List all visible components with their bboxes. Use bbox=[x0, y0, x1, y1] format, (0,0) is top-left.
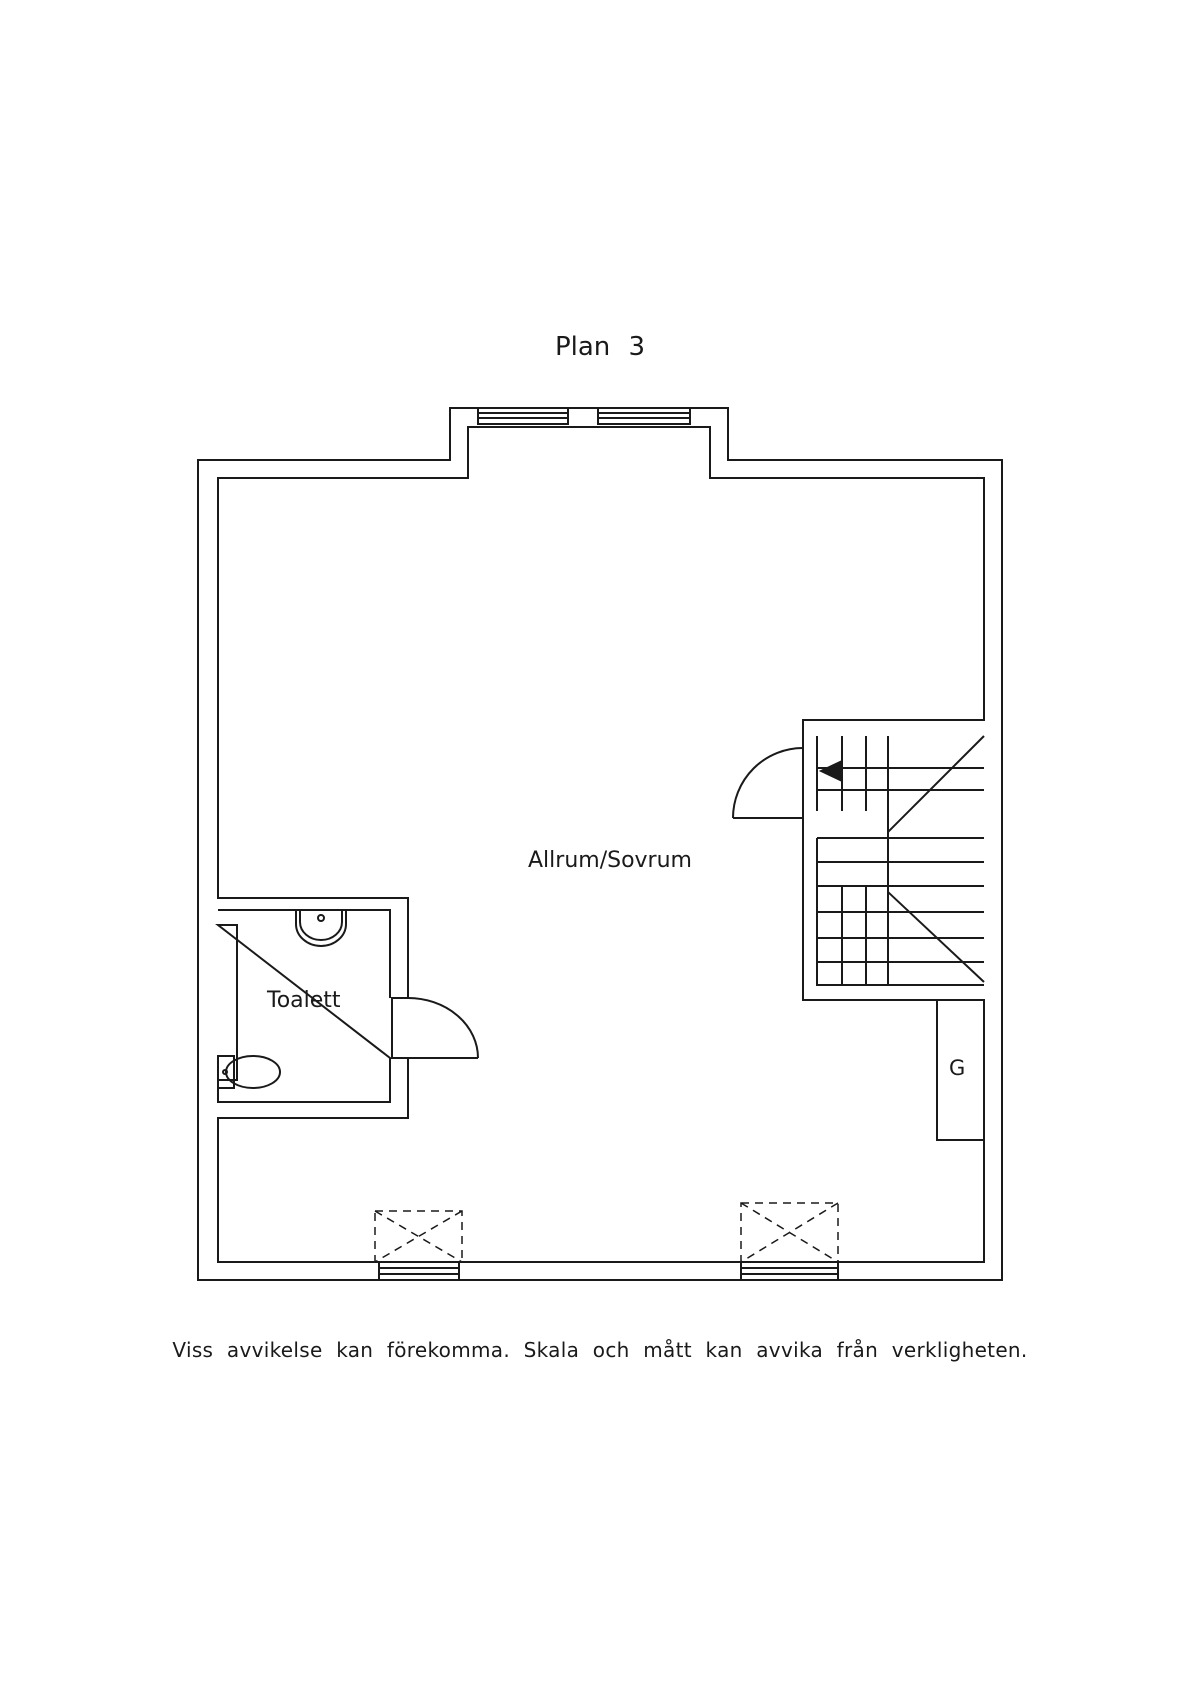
toilet-tank bbox=[217, 1055, 235, 1089]
washbasin-drain bbox=[317, 914, 325, 922]
room-label-toalett: Toalett bbox=[267, 988, 341, 1013]
staircase-dividers bbox=[841, 736, 889, 985]
room-label-allrum: Allrum/Sovrum bbox=[528, 848, 692, 873]
closet-g bbox=[936, 999, 985, 1141]
bottom-window-left bbox=[378, 1261, 460, 1281]
staircase-winders bbox=[887, 735, 985, 983]
stair-arrow-icon bbox=[818, 760, 842, 782]
room-label-closet: G bbox=[949, 1056, 966, 1080]
washbasin bbox=[295, 910, 347, 947]
stair-door-swing bbox=[732, 747, 804, 819]
inner-wall-outline bbox=[217, 426, 985, 1263]
plan-title: Plan 3 bbox=[554, 332, 646, 362]
dormer-window-right bbox=[597, 407, 691, 425]
skylight-right bbox=[740, 1202, 839, 1263]
outer-wall-outline bbox=[197, 407, 1003, 1281]
staircase-treads bbox=[817, 767, 984, 963]
toilet-room-inner-wall bbox=[215, 909, 391, 1103]
bottom-window-right bbox=[740, 1261, 839, 1281]
disclaimer-text: Viss avvikelse kan förekomma. Skala och … bbox=[172, 1338, 1028, 1362]
toilet-flush bbox=[222, 1069, 228, 1075]
skylight-left bbox=[374, 1210, 463, 1263]
dormer-window-left bbox=[477, 407, 569, 425]
toilet-door-swing bbox=[407, 997, 479, 1059]
washbasin-inner bbox=[299, 910, 343, 941]
